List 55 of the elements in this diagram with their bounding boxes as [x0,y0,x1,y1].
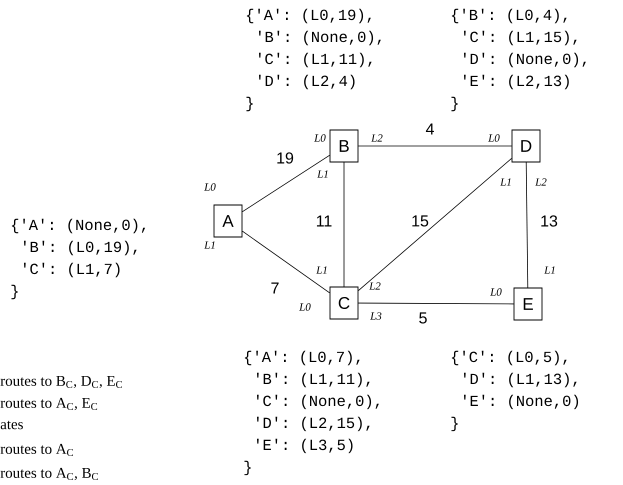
edge-label: 13 [539,214,559,228]
port-label: L1 [544,266,555,274]
connector-line [358,158,512,291]
routing-table-line: 'C': (L1,7) [24,262,120,278]
port-label: L2 [535,178,547,186]
edge-label: 11 [314,214,334,228]
port-label: L2 [369,282,381,290]
text-line: ates [0,420,23,430]
routing-table-line: 'B': (L0,19), [24,240,137,256]
node-box: B [330,130,358,162]
port-label: L0 [490,288,502,296]
port-label: L0 [488,134,500,142]
routing-table-line: 'B': (None,0), [258,30,381,46]
port-label: L2 [371,134,383,142]
connector-line [358,302,514,304]
port-label: L0 [299,303,311,311]
text-line: routes to B$_{C}$, D$_{C}$, E$_{C}$ [0,376,122,388]
routing-table-line: {'B': (L0,4), [452,8,567,24]
port-label: L0 [204,183,216,191]
routing-table-line: 'D': (None,0), [464,52,586,68]
edge-label: 15 [410,214,430,228]
routing-table-line: 'D': (L2,15), [256,416,370,432]
text-line: routes to A$_{C}$ [0,444,73,456]
connector-line [242,154,330,212]
routing-table-line: 'B': (L1,11), [256,372,370,388]
edge-label: 7 [270,282,280,294]
connector-line [526,162,528,288]
routing-table-line: {'A': (None,0), [12,218,146,234]
routing-table-line: } [244,460,251,476]
port-label: L3 [370,312,382,320]
text-line: routes to A$_{C}$, B$_{C}$ [0,468,98,480]
node-box: A [214,204,242,238]
routing-table-line: } [11,284,18,300]
port-label: L1 [316,266,327,274]
port-label: L1 [204,241,215,249]
routing-table-line: 'C': (None,0), [256,394,379,410]
node-box: C [330,286,358,320]
text-line: routes to A$_{C}$, E$_{C}$ [0,398,98,410]
port-label: L1 [500,178,511,186]
node-box: D [512,130,540,162]
node-box: E [514,288,542,320]
routing-table-line: 'E': (None,0) [464,394,578,410]
port-label: L1 [317,170,328,178]
edge-label: 5 [418,311,428,325]
routing-table-line: 'C': (L1,15), [464,30,577,46]
routing-table-line: 'D': (L1,13), [464,372,577,388]
connector-line [242,230,330,294]
routing-table-line: 'C': (L1,11), [258,52,372,68]
routing-table-line: } [246,96,253,112]
edge-label: 4 [424,122,436,136]
edge-label: 19 [275,151,295,165]
routing-table-line: } [451,416,458,432]
routing-table-line: } [451,96,458,112]
routing-table-line: 'E': (L3,5) [256,438,353,454]
routing-table-line: {'A': (L0,19), [246,8,371,24]
